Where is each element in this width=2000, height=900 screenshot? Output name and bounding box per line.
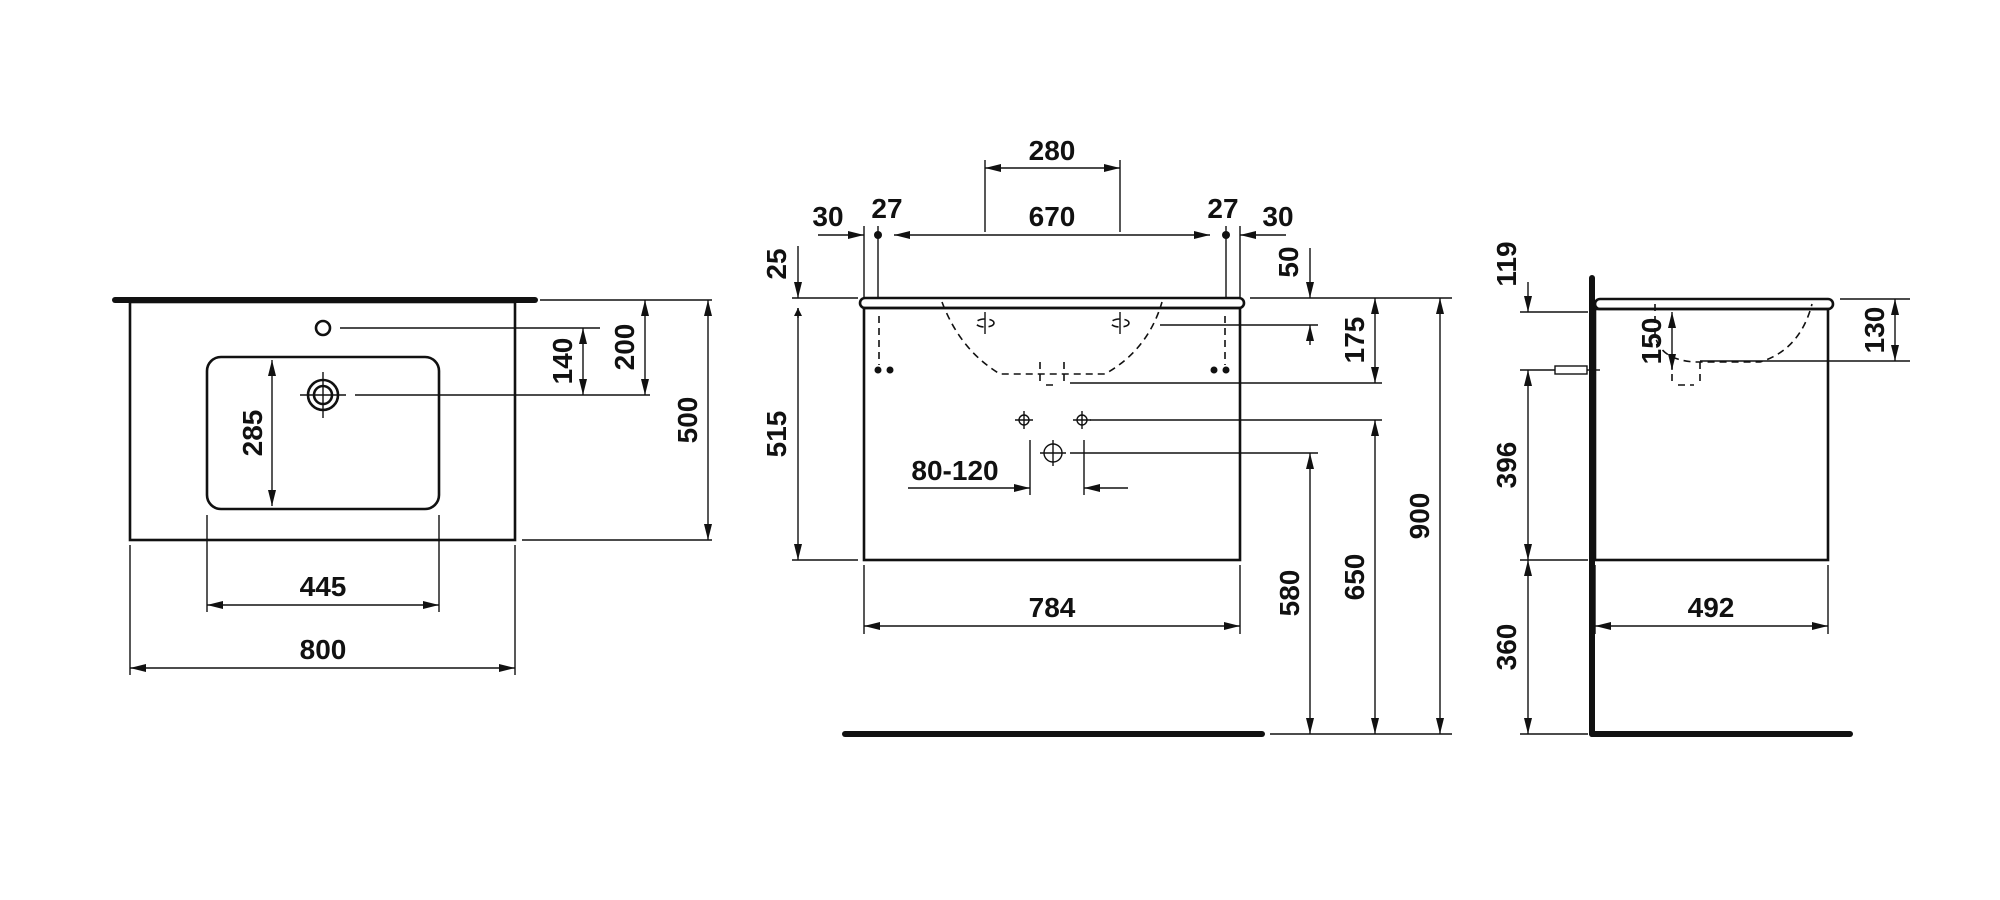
width-overall-label: 800 xyxy=(300,634,347,665)
cabinet-height-label: 515 xyxy=(761,411,792,458)
side-countertop xyxy=(1593,297,1835,311)
vanity-outline xyxy=(128,300,517,542)
basin-hidden-outline xyxy=(941,301,1163,375)
tap-to-edge-label: 200 xyxy=(609,324,640,371)
side-basin-hidden-outline xyxy=(1654,303,1813,363)
side-floor-clearance-label: 360 xyxy=(1491,624,1522,671)
depth-overall-label: 500 xyxy=(672,397,703,444)
drain-range-label: 80-120 xyxy=(911,455,998,486)
width-basin-label: 445 xyxy=(300,571,347,602)
left-hole-offset-label: 27 xyxy=(871,193,902,224)
right-edge-offset-label: 30 xyxy=(1262,201,1293,232)
left-edge-offset-label: 30 xyxy=(812,201,843,232)
top-to-holes-label: 50 xyxy=(1273,246,1304,277)
outlet-height-label: 580 xyxy=(1274,570,1305,617)
side-cabinet-depth-label: 492 xyxy=(1688,592,1735,623)
basin-outline xyxy=(205,355,441,511)
side-view: 119 396 360 150 130 492 xyxy=(1491,241,1910,737)
tap-spacing-label: 280 xyxy=(1029,135,1076,166)
top-view: 800 445 285 140 200 500 xyxy=(112,297,712,675)
cabinet-outline xyxy=(862,306,1242,562)
total-height-label: 900 xyxy=(1404,493,1435,540)
right-hole-offset-label: 27 xyxy=(1207,193,1238,224)
side-cabinet-height-label: 396 xyxy=(1491,442,1522,489)
basin-height-label: 175 xyxy=(1339,317,1370,364)
tap-to-drain-label: 140 xyxy=(547,338,578,385)
side-overflow-height-label: 130 xyxy=(1859,307,1890,354)
top-thickness-label: 25 xyxy=(761,248,792,279)
countertop-slab xyxy=(858,296,1246,310)
front-view: 280 30 27 670 27 30 25 515 50 xyxy=(761,135,1452,737)
side-cabinet-outline xyxy=(1593,307,1830,562)
side-basin-depth-label: 150 xyxy=(1636,318,1667,365)
tap-hole-icon xyxy=(314,319,332,337)
basin-depth-label: 285 xyxy=(237,410,268,457)
cabinet-width-label: 784 xyxy=(1029,592,1076,623)
side-top-height-label: 119 xyxy=(1491,241,1522,286)
waste-pipe-icon xyxy=(1554,365,1588,375)
supply-height-label: 650 xyxy=(1339,554,1370,601)
inner-width-label: 670 xyxy=(1029,201,1076,232)
